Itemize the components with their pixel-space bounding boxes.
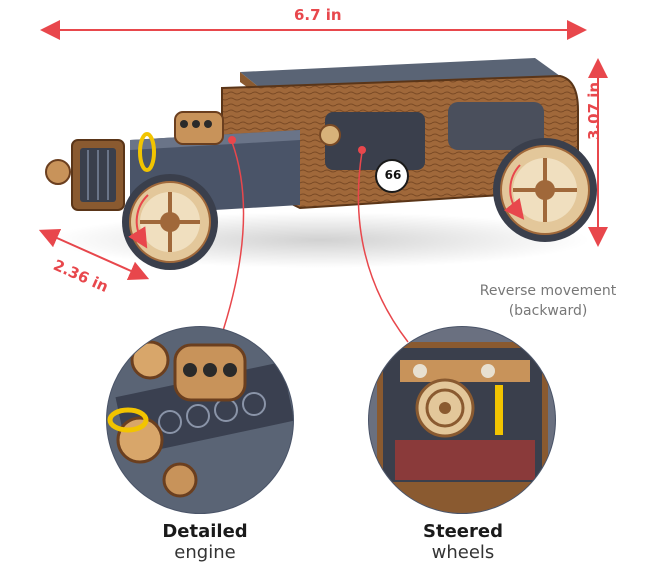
feature-steering: Steered wheels: [378, 521, 548, 563]
feature-engine-title: Detailed: [162, 521, 248, 542]
front-grille: [71, 139, 125, 211]
yellow-rubber-band: [138, 132, 156, 172]
headlight: [45, 159, 71, 185]
car-side-window: [325, 112, 425, 170]
reverse-movement-line2: (backward): [508, 303, 588, 319]
height-label: 3.07 in: [585, 81, 603, 140]
feature-steering-title: Steered: [423, 521, 503, 542]
steering-detail-photo: [368, 326, 556, 514]
steering-callout-line: [357, 151, 409, 343]
car-roof: [240, 58, 560, 92]
engine-detail-photo: [106, 326, 294, 514]
car-number-badge: [375, 159, 409, 193]
car-number: 66: [384, 168, 402, 182]
rear-wheel: [493, 138, 597, 242]
car-rear-window: [448, 102, 544, 150]
car-model: [45, 58, 597, 270]
steering-callout-dot: [358, 146, 366, 154]
front-wheel: [122, 174, 218, 270]
engine-callout-line: [219, 141, 245, 341]
engine-stacks: [174, 111, 224, 145]
feature-engine: Detailed engine: [120, 521, 290, 563]
length-label: 6.7 in: [294, 6, 342, 24]
reverse-movement-line1: Reverse movement: [479, 283, 617, 299]
engine-callout-dot: [228, 136, 236, 144]
feature-engine-subtitle: engine: [174, 542, 236, 563]
feature-steering-subtitle: wheels: [431, 542, 495, 563]
reverse-movement-note: Reverse movement (backward): [468, 281, 628, 321]
